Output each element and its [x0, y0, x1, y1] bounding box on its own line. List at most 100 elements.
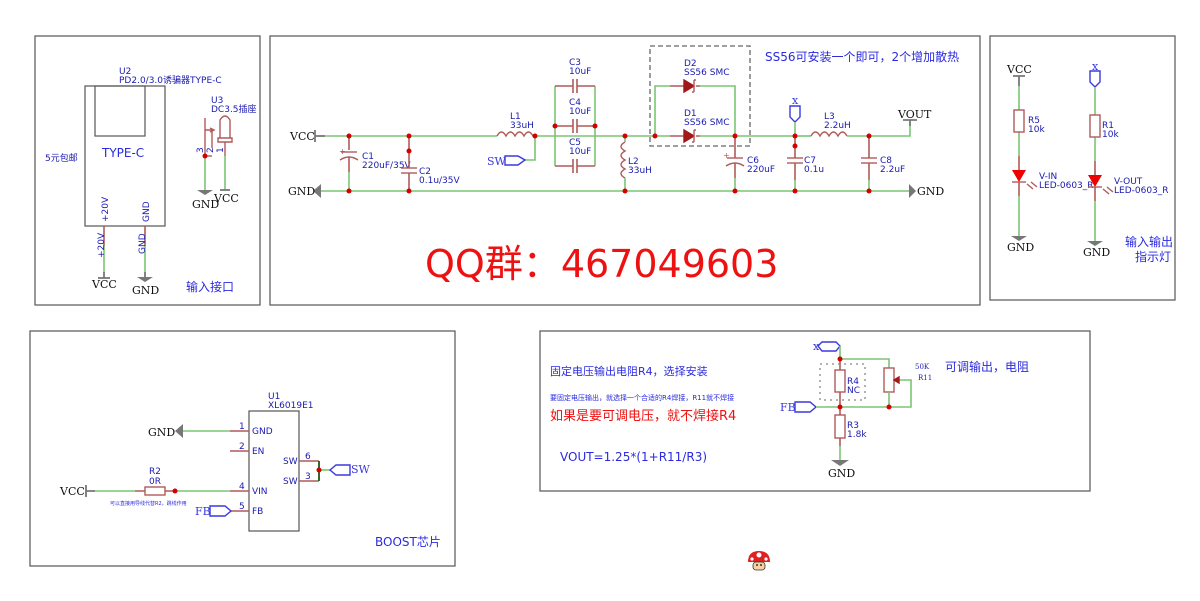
u3-dc-jack[interactable] [204, 115, 233, 157]
panel-title-line2: 指示灯 [1135, 249, 1171, 264]
d2-value: SS56 SMC [684, 68, 730, 78]
u1-body[interactable] [248, 410, 300, 532]
r4-ref: R4 [847, 377, 859, 387]
indicator-led-panel: VCC R5 10k V-IN LED-0603_R GND x R1 10k … [989, 35, 1176, 301]
qq-group-text: QQ群：467049603 [425, 242, 778, 286]
sw-net-flag[interactable] [328, 464, 351, 476]
u2-value: PD2.0/3.0诱骗器TYPE-C [119, 74, 222, 86]
junctions [346, 123, 872, 194]
pin-name: SW [283, 477, 298, 487]
d1-ref: D1 [684, 109, 697, 119]
l3-value: 2.2uH [824, 121, 851, 131]
feedback-panel: 固定电压输出电阻R4，选择安装 要固定电压输出，就选择一个合适的R4焊接，R11… [539, 330, 1091, 492]
l1-inductor[interactable] [496, 131, 534, 138]
r1-resistor[interactable] [1089, 114, 1101, 138]
gnd-label: GND [288, 185, 315, 198]
boost-chip-panel: U1 XL6019E1 1 GND 2 EN 4 VIN 5 FB 6 SW 3… [29, 330, 456, 567]
c3-capacitor[interactable] [555, 79, 595, 93]
l3-inductor[interactable] [810, 131, 848, 138]
x-flag-label: x [1092, 60, 1099, 73]
l1-ref: L1 [510, 112, 521, 122]
d2-diode[interactable] [670, 78, 700, 94]
vout-label: VOUT [897, 108, 932, 121]
gnd-label: GND [192, 198, 219, 211]
sw-label: SW [351, 463, 371, 476]
c8-value: 2.2uF [880, 165, 905, 175]
junction [172, 488, 178, 494]
c5-value: 10uF [569, 147, 591, 157]
r5-resistor[interactable] [1013, 109, 1025, 133]
note-free-shipping: 5元包邮 [45, 152, 78, 164]
c4-capacitor[interactable] [555, 119, 595, 133]
gnd-symbol [1087, 241, 1103, 246]
u3-pin3: 3 [196, 147, 206, 153]
fb-net-flag[interactable] [209, 505, 233, 517]
panel-frame [269, 35, 981, 306]
c8-capacitor[interactable] [861, 136, 877, 180]
net-gnd-label: GND [138, 233, 148, 254]
x-net-flag[interactable] [789, 105, 801, 123]
r2-ref: R2 [149, 467, 161, 477]
pin-name: VIN [252, 487, 268, 497]
l2-inductor[interactable] [620, 141, 627, 179]
r4-resistor[interactable] [834, 369, 846, 393]
pin-num: 5 [239, 502, 245, 512]
v-in-led[interactable] [1012, 156, 1038, 196]
c6-value: 220uF [747, 165, 775, 175]
c5-ref: C5 [569, 138, 581, 148]
r2-value: 0R [149, 477, 161, 487]
gnd-label: GND [1007, 241, 1034, 254]
c5-capacitor[interactable] [555, 159, 595, 173]
panel-frame [539, 330, 1091, 492]
c1-value: 220uF/35V [362, 161, 412, 171]
diode-group-box [649, 45, 751, 147]
sw-net-flag[interactable] [504, 155, 527, 166]
junctions [837, 356, 892, 410]
c7-ref: C7 [804, 156, 816, 166]
input-interface-panel: U2 PD2.0/3.0诱骗器TYPE-C TYPE-C 5元包邮 +20V G… [34, 35, 261, 306]
fb-net-flag[interactable] [794, 401, 818, 413]
x-net-flag[interactable] [1089, 70, 1101, 88]
pin-20v-label: +20V [101, 196, 111, 222]
v-out-led[interactable] [1088, 161, 1114, 201]
d1-value: SS56 SMC [684, 118, 730, 128]
gnd-symbol [197, 190, 213, 195]
panel-title: BOOST芯片 [375, 535, 441, 549]
r2-note: 可以直接用导线代替R2，跳线作用 [110, 500, 187, 507]
c3-ref: C3 [569, 58, 581, 68]
x-net-flag[interactable] [817, 341, 841, 352]
x-flag-label: x [792, 94, 799, 107]
u1-ref: U1 [268, 392, 280, 402]
gnd-arrow [175, 424, 183, 438]
c7-capacitor[interactable] [787, 136, 803, 180]
pin-name: FB [252, 507, 263, 517]
c6-ref: C6 [747, 156, 759, 166]
power-stage-panel: VCC GND + C1 220uF/35V C2 0.1u/35V L1 33… [269, 35, 981, 306]
r3-ref: R3 [847, 421, 859, 431]
led2-value: LED-0603_R [1114, 186, 1169, 196]
pin-num: 4 [239, 482, 245, 492]
u1-value: XL6019E1 [268, 401, 314, 411]
c1-capacitor[interactable]: + [339, 136, 359, 172]
r5-value: 10k [1028, 125, 1045, 135]
pin-num: 1 [239, 422, 245, 432]
pin-num: 3 [305, 472, 311, 482]
r2-resistor[interactable] [144, 486, 166, 496]
note-adjustable-resistor: 可调输出，电阻 [945, 359, 1029, 374]
d1-diode[interactable] [670, 128, 700, 144]
svg-text:+: + [723, 151, 730, 160]
led1-ref: V-IN [1039, 172, 1057, 182]
r3-resistor[interactable] [834, 414, 846, 439]
r11-potentiometer[interactable] [883, 367, 912, 408]
mushroom-icon [748, 551, 770, 571]
r4-optional-box [819, 363, 866, 401]
c4-ref: C4 [569, 98, 581, 108]
vcc-label: VCC [91, 278, 117, 291]
c6-capacitor[interactable]: + [723, 136, 745, 178]
vcc-label: VCC [59, 485, 85, 498]
r4-value: NC [847, 386, 860, 396]
pin-name: GND [252, 427, 273, 437]
pin-num: 6 [305, 452, 311, 462]
c2-value: 0.1u/35V [419, 176, 461, 186]
